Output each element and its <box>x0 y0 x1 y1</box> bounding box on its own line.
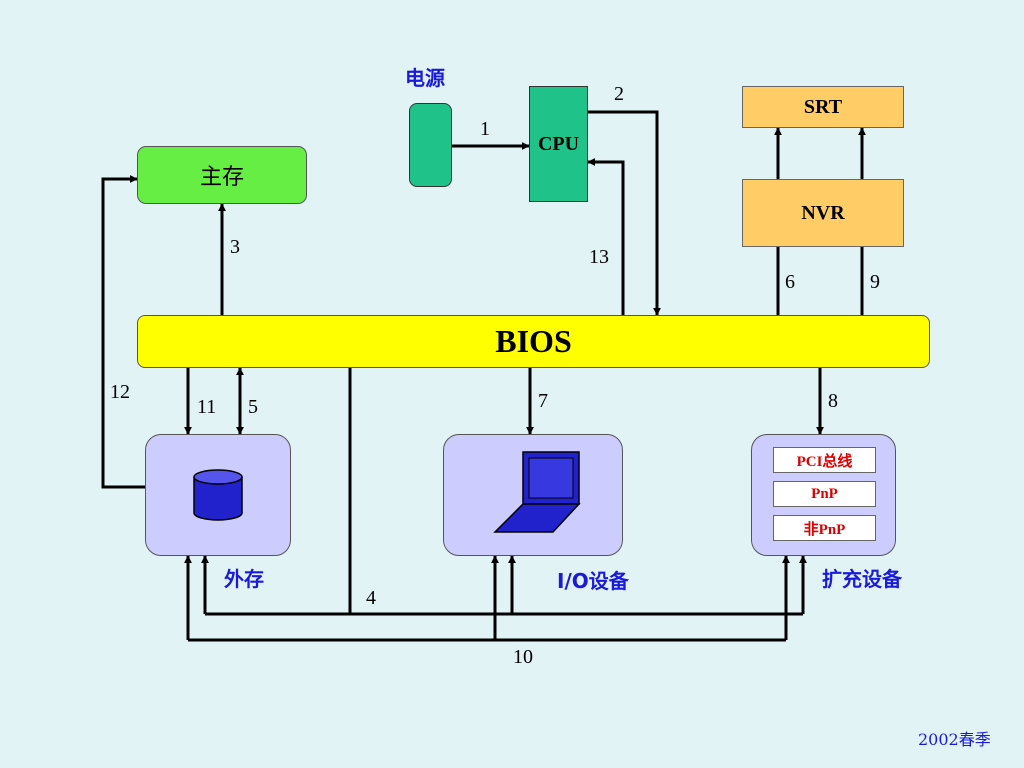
edge-13-line <box>587 158 625 315</box>
edge-label-2: 2 <box>614 83 624 105</box>
external-storage-box <box>145 434 291 556</box>
edge-label-6: 6 <box>785 271 795 293</box>
footer-date: 2002春季 <box>918 730 991 749</box>
cpu-box: CPU <box>529 86 588 202</box>
main-memory-box: 主存 <box>137 146 307 204</box>
disk-cylinder-icon <box>193 469 243 521</box>
edge-label-11: 11 <box>197 396 217 418</box>
laptop-icon <box>493 451 581 533</box>
io-devices-label: I/O设备 <box>557 569 629 593</box>
edge-label-13: 13 <box>589 246 609 268</box>
srt-box: SRT <box>742 86 904 128</box>
power-supply-box <box>409 103 452 187</box>
pci-bus-tag: PCI总线 <box>773 447 876 473</box>
edge-label-8: 8 <box>828 390 838 412</box>
power-label: 电源 <box>405 66 445 90</box>
expansion-devices-label: 扩充设备 <box>822 567 902 591</box>
bios-bar: BIOS <box>137 315 930 368</box>
edge-label-3: 3 <box>230 236 240 258</box>
edge-label-5: 5 <box>248 396 258 418</box>
edge-label-7: 7 <box>538 390 548 412</box>
edge-12-line <box>101 175 145 489</box>
nvr-box: NVR <box>742 179 904 247</box>
edge-label-10: 10 <box>513 646 533 668</box>
edge-label-1: 1 <box>480 118 490 140</box>
non-pnp-tag: 非PnP <box>773 515 876 541</box>
pnp-tag: PnP <box>773 481 876 507</box>
edge-label-12: 12 <box>110 381 130 403</box>
edge-label-9: 9 <box>870 271 880 293</box>
io-devices-box <box>443 434 623 556</box>
edge-2-line <box>588 110 661 316</box>
edge-label-4: 4 <box>366 587 376 609</box>
external-storage-label: 外存 <box>224 567 264 591</box>
